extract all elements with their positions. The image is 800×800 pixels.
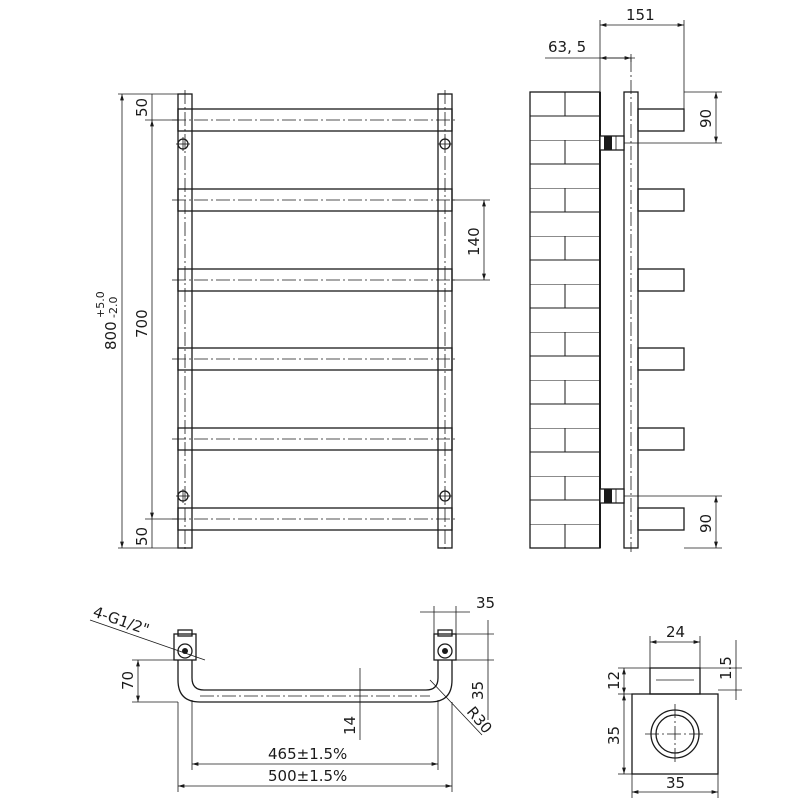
dim-inlet-width-label: 35: [476, 594, 495, 612]
dim-bar-spacing-label: 140: [465, 227, 483, 256]
dim-bottom-bracket-label: 90: [697, 514, 715, 533]
dim-height: 70: [119, 659, 178, 703]
dim-outer-width: 500±1.5%: [178, 767, 452, 788]
dim-section-bar-width: 24: [649, 623, 701, 668]
dim-bottom-offset: 50: [133, 519, 153, 548]
dim-top-offset: 50: [133, 94, 153, 120]
brick-wall: [529, 91, 601, 549]
front-view: 800 +5.0 -2.0 700 50 50 140: [94, 90, 490, 552]
dim-inner-width: 465±1.5%: [177, 700, 453, 792]
dim-top-offset-label: 50: [133, 98, 151, 117]
dim-section-bar-height-label: 12: [605, 671, 623, 690]
dim-total-height: 800 +5.0 -2.0: [94, 93, 178, 549]
dim-wall-offset-label: 63, 5: [548, 38, 586, 56]
mount-point-icon: [438, 137, 452, 151]
dim-bottom-bracket: 90: [624, 495, 722, 549]
side-bars: [637, 108, 685, 531]
dim-depth: 151: [599, 6, 685, 109]
dim-inlet-height: 35: [456, 620, 494, 720]
dim-section-gap: 1.5: [700, 640, 742, 700]
dim-top-bracket: 90: [624, 91, 722, 144]
thread-label: 4-G1/2": [91, 603, 152, 639]
dim-inlet-height-label: 35: [469, 681, 487, 700]
side-bar: [637, 268, 685, 292]
mounting-points: [176, 137, 452, 503]
dim-outer-width-label: 500±1.5%: [268, 767, 347, 785]
dim-radius-label: R30: [463, 703, 496, 737]
dim-depth-label: 151: [626, 6, 655, 24]
inlet-icon: [433, 629, 457, 661]
u-bar-outer: [177, 660, 453, 703]
top-view: 4-G1/2" 70 14 35 35: [89, 594, 496, 792]
dim-inner-width-label: 465±1.5%: [268, 745, 347, 763]
mount-point-icon: [176, 137, 190, 151]
side-view: 151 63, 5 90 90: [529, 6, 722, 552]
dim-inlet-width: 35: [420, 594, 495, 634]
dim-section-bar-height: 12: [605, 667, 650, 695]
side-bar: [637, 108, 685, 132]
side-bar: [637, 427, 685, 451]
side-bar: [637, 188, 685, 212]
dim-section-tube-height: 35: [605, 694, 632, 775]
dim-wall-offset: 63, 5: [545, 38, 635, 62]
side-bar: [637, 507, 685, 531]
dim-total-height-label: 800: [102, 321, 120, 350]
dim-center-distance: 700: [133, 119, 178, 520]
dim-center-distance-label: 700: [133, 309, 151, 338]
u-bar-inner: [191, 660, 439, 691]
dim-section-tube-height-label: 35: [605, 726, 623, 745]
dim-section-tube-width-label: 35: [666, 774, 685, 792]
mount-point-icon: [176, 489, 190, 503]
dim-top-bracket-label: 90: [697, 109, 715, 128]
wall-bracket-icon: [599, 135, 625, 151]
dim-bar-offset-label: 14: [341, 716, 359, 735]
dim-bar-offset: 14: [341, 668, 361, 740]
dim-height-label: 70: [119, 671, 137, 690]
mount-point-icon: [438, 489, 452, 503]
dim-bottom-offset-label: 50: [133, 527, 151, 546]
wall-bracket-icon: [599, 488, 625, 504]
side-bar: [637, 347, 685, 371]
section-view: 24 1.5 12 35 35: [605, 623, 742, 798]
dim-total-tol-upper: +5.0: [94, 291, 107, 318]
front-bars: [172, 108, 458, 531]
dim-section-gap-label: 1.5: [717, 656, 735, 680]
section-bar: [649, 667, 701, 695]
dim-bar-spacing: 140: [452, 199, 490, 281]
dim-section-bar-width-label: 24: [666, 623, 685, 641]
dim-section-tube-width: 35: [631, 774, 719, 798]
dim-total-tol-lower: -2.0: [107, 297, 120, 318]
